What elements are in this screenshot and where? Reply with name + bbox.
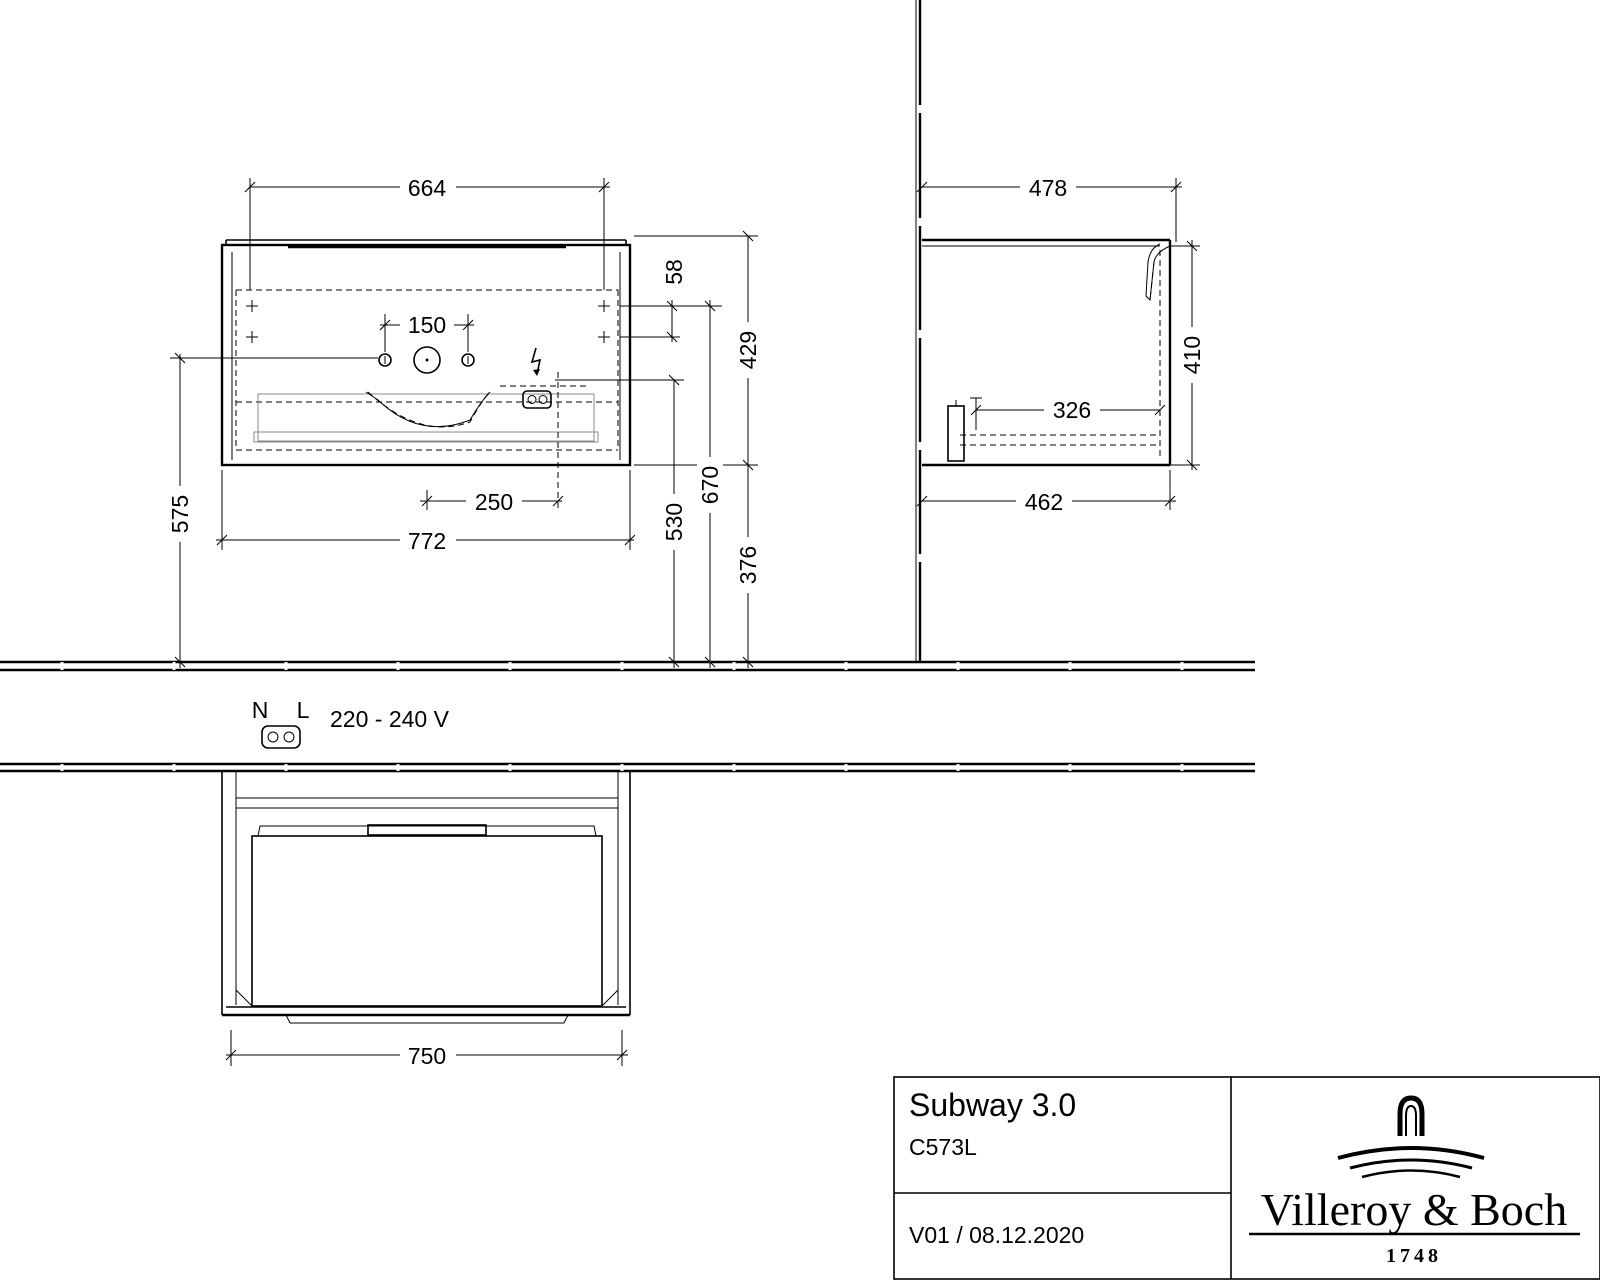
- product-name: Subway 3.0: [909, 1087, 1076, 1123]
- brand-name: Villeroy & Boch: [1261, 1184, 1567, 1235]
- dim-670: 670: [697, 466, 723, 504]
- dim-772: 772: [408, 528, 446, 554]
- floor-line-upper: [0, 660, 1255, 672]
- voltage-label: 220 - 240 V: [330, 706, 450, 732]
- socket-n-label: N: [252, 697, 269, 723]
- tap-hole-icons: [378, 346, 475, 374]
- dim-664: 664: [408, 175, 447, 201]
- dim-750: 750: [408, 1043, 446, 1069]
- dim-150: 150: [408, 312, 446, 338]
- dim-326: 326: [1053, 397, 1091, 423]
- side-dimension-labels: 478 410 326 462: [1016, 174, 1205, 515]
- dim-429: 429: [735, 331, 761, 369]
- brand-year: 1748: [1386, 1245, 1442, 1267]
- dim-530: 530: [661, 503, 687, 541]
- wall-line-lower: [0, 762, 1255, 773]
- mounting-point-icons: [246, 300, 610, 343]
- dim-575: 575: [167, 495, 193, 533]
- dim-478: 478: [1029, 175, 1067, 201]
- socket-legend: N L 220 - 240 V: [252, 697, 450, 749]
- title-block: Subway 3.0 C573L V01 / 08.12.2020 Viller…: [893, 1076, 1600, 1280]
- dim-58: 58: [661, 259, 687, 285]
- version-date: V01 / 08.12.2020: [909, 1222, 1084, 1248]
- front-dimension-labels: 664 150 250 772 575 58 530 670 429 376: [167, 174, 761, 593]
- product-code: C573L: [909, 1134, 977, 1160]
- plan-dimensions: 750: [225, 1030, 628, 1069]
- side-view: [915, 0, 1172, 662]
- socket-icon-front: [500, 372, 590, 508]
- dim-250: 250: [475, 489, 513, 515]
- lightning-icon: [530, 347, 542, 376]
- dim-462: 462: [1025, 489, 1063, 515]
- plan-view: [221, 771, 631, 1024]
- front-view: [220, 239, 632, 508]
- brand-logo: Villeroy & Boch 1748: [1249, 1095, 1580, 1267]
- dim-410: 410: [1179, 336, 1205, 374]
- socket-l-label: L: [297, 697, 310, 723]
- socket-icon-legend: [261, 725, 301, 749]
- dim-376: 376: [735, 546, 761, 584]
